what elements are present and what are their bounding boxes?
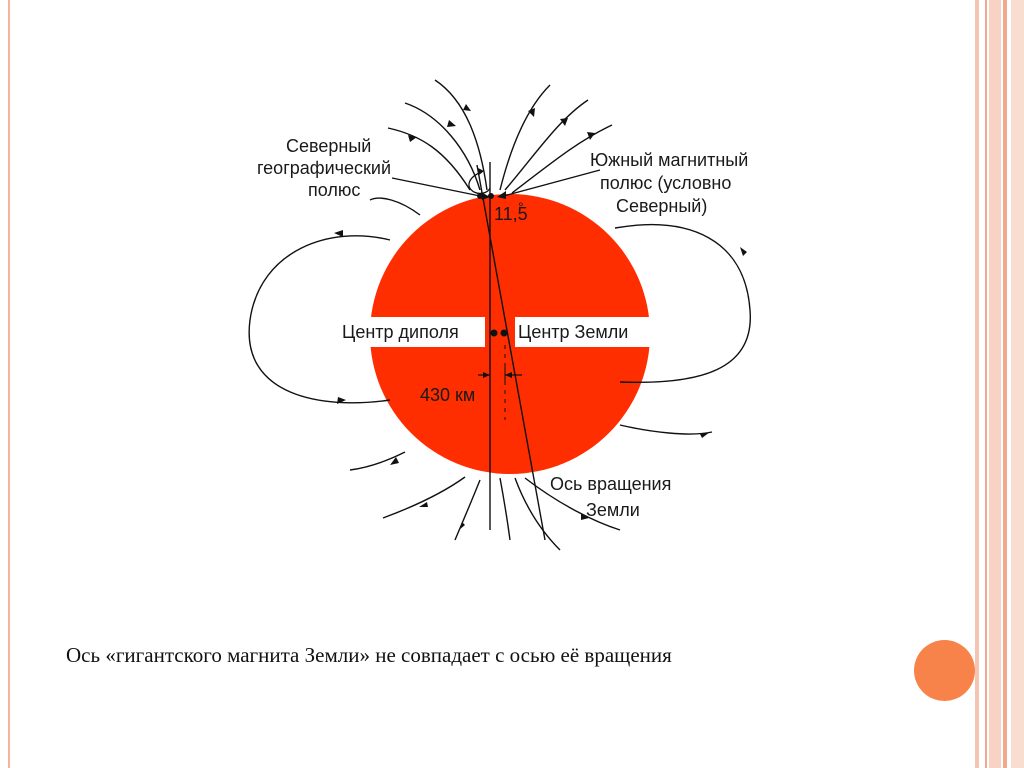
north-geo-pole-label-2: географический <box>257 158 391 178</box>
field-lines-left <box>248 197 421 404</box>
south-mag-pole-label-2: полюс (условно <box>600 173 731 193</box>
field-arrows-top <box>408 104 595 142</box>
dipole-center-dot <box>490 329 498 337</box>
rotation-arrow-icon <box>468 171 491 195</box>
rotation-axis-label-1: Ось вращения <box>550 474 671 494</box>
decorative-orange-circle <box>914 640 975 701</box>
earth-center-label: Центр Земли <box>518 322 628 342</box>
earth-sphere <box>370 194 650 474</box>
north-geo-pole-label-3: полюс <box>308 180 360 200</box>
dipole-center-label: Центр диполя <box>342 322 459 342</box>
field-lines-top <box>387 79 613 194</box>
angle-value: 11,5 <box>494 204 528 224</box>
angle-label: 11,5 <box>494 204 528 224</box>
south-mag-pole-label-3: Северный) <box>616 196 707 216</box>
slide-caption: Ось «гигантского магнита Земли» не совпа… <box>66 643 672 667</box>
offset-label: 430 км <box>420 385 475 405</box>
earth-center-dot <box>500 329 508 337</box>
rotation-axis-label-2: Земли <box>586 500 640 520</box>
frame-right-stripes <box>975 0 1024 768</box>
angle-degree: ° <box>518 199 524 215</box>
magnetic-axis-line <box>476 164 546 541</box>
north-pole-pointer <box>391 177 486 198</box>
south-mag-pole-pointer <box>499 169 601 198</box>
south-mag-pole-label-1: Южный магнитный <box>590 150 748 170</box>
north-geo-pole-label-1: Северный <box>286 136 371 156</box>
field-lines-bottom <box>349 451 621 551</box>
frame-left-line <box>8 0 10 768</box>
